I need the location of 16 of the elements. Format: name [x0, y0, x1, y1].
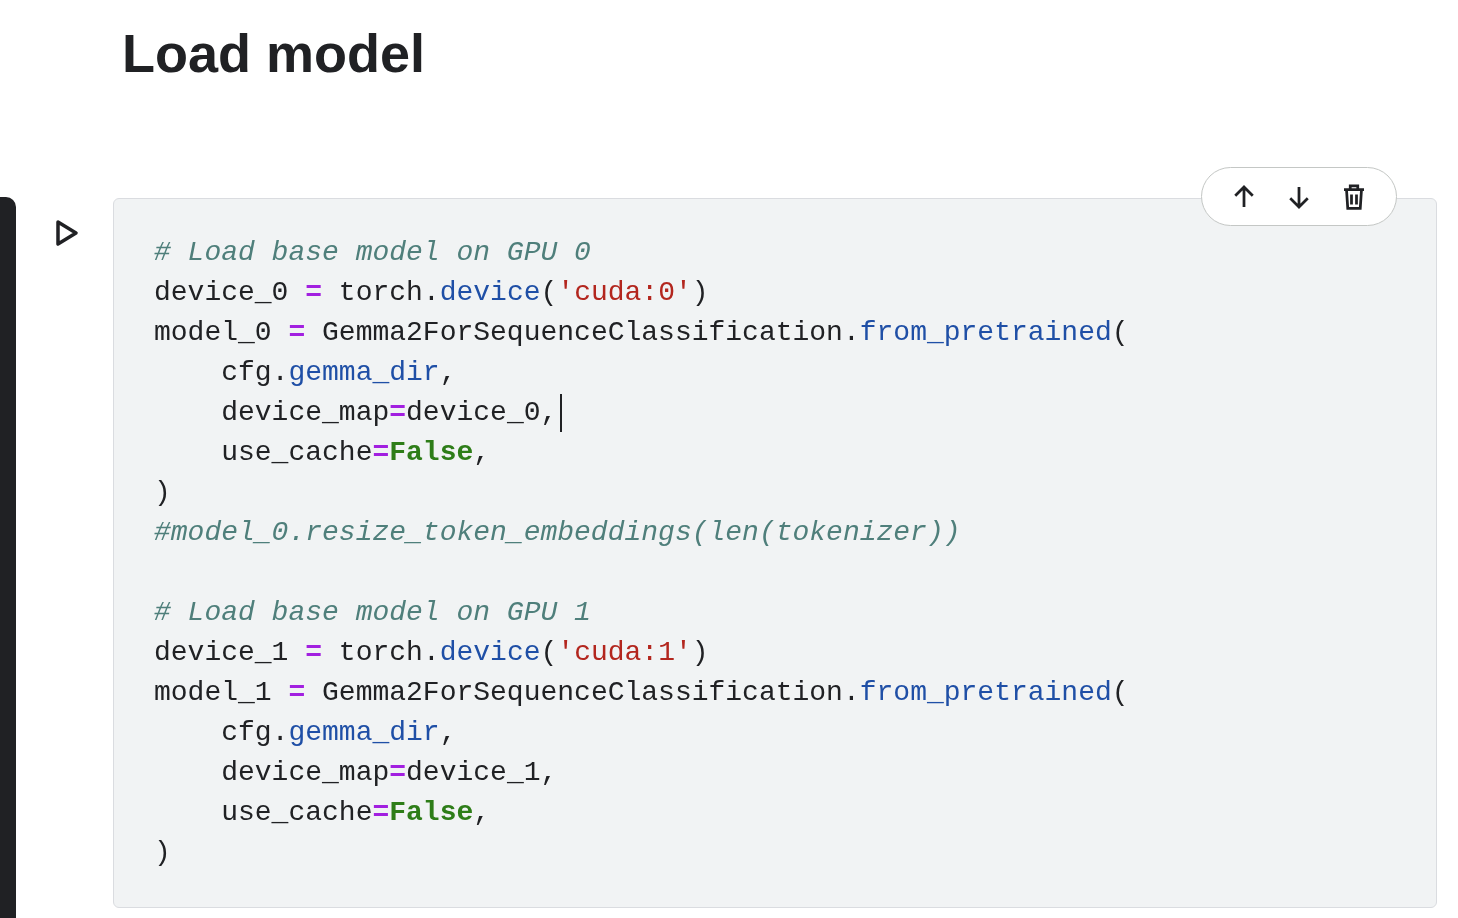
- code-line: device_map=device_1,: [220, 756, 558, 790]
- code-comment: # Load base model on GPU 1: [154, 596, 591, 630]
- code-line: ): [154, 476, 171, 510]
- code-line: cfg.gemma_dir,: [220, 356, 457, 390]
- code-line: model_1 = Gemma2ForSequenceClassification.from_pretrained(: [154, 676, 1129, 710]
- code-line: device_1 = torch.device('cuda:1'): [154, 636, 709, 670]
- code-line: device_map=device_0,: [154, 393, 563, 433]
- heading: Load model: [122, 22, 425, 85]
- code-comment: #model_0.resize_token_embeddings(len(tokenizer)): [154, 516, 961, 550]
- code-line: use_cache=False,: [220, 436, 491, 470]
- code-line: model_0 = Gemma2ForSequenceClassification.from_pretrained(: [154, 316, 1129, 350]
- code-line: ): [154, 836, 171, 870]
- code-line: device_0 = torch.device('cuda:0'): [154, 276, 709, 310]
- code-line: cfg.gemma_dir,: [220, 716, 457, 750]
- code-line: use_cache=False,: [220, 796, 491, 830]
- code-comment: # Load base model on GPU 0: [154, 236, 591, 270]
